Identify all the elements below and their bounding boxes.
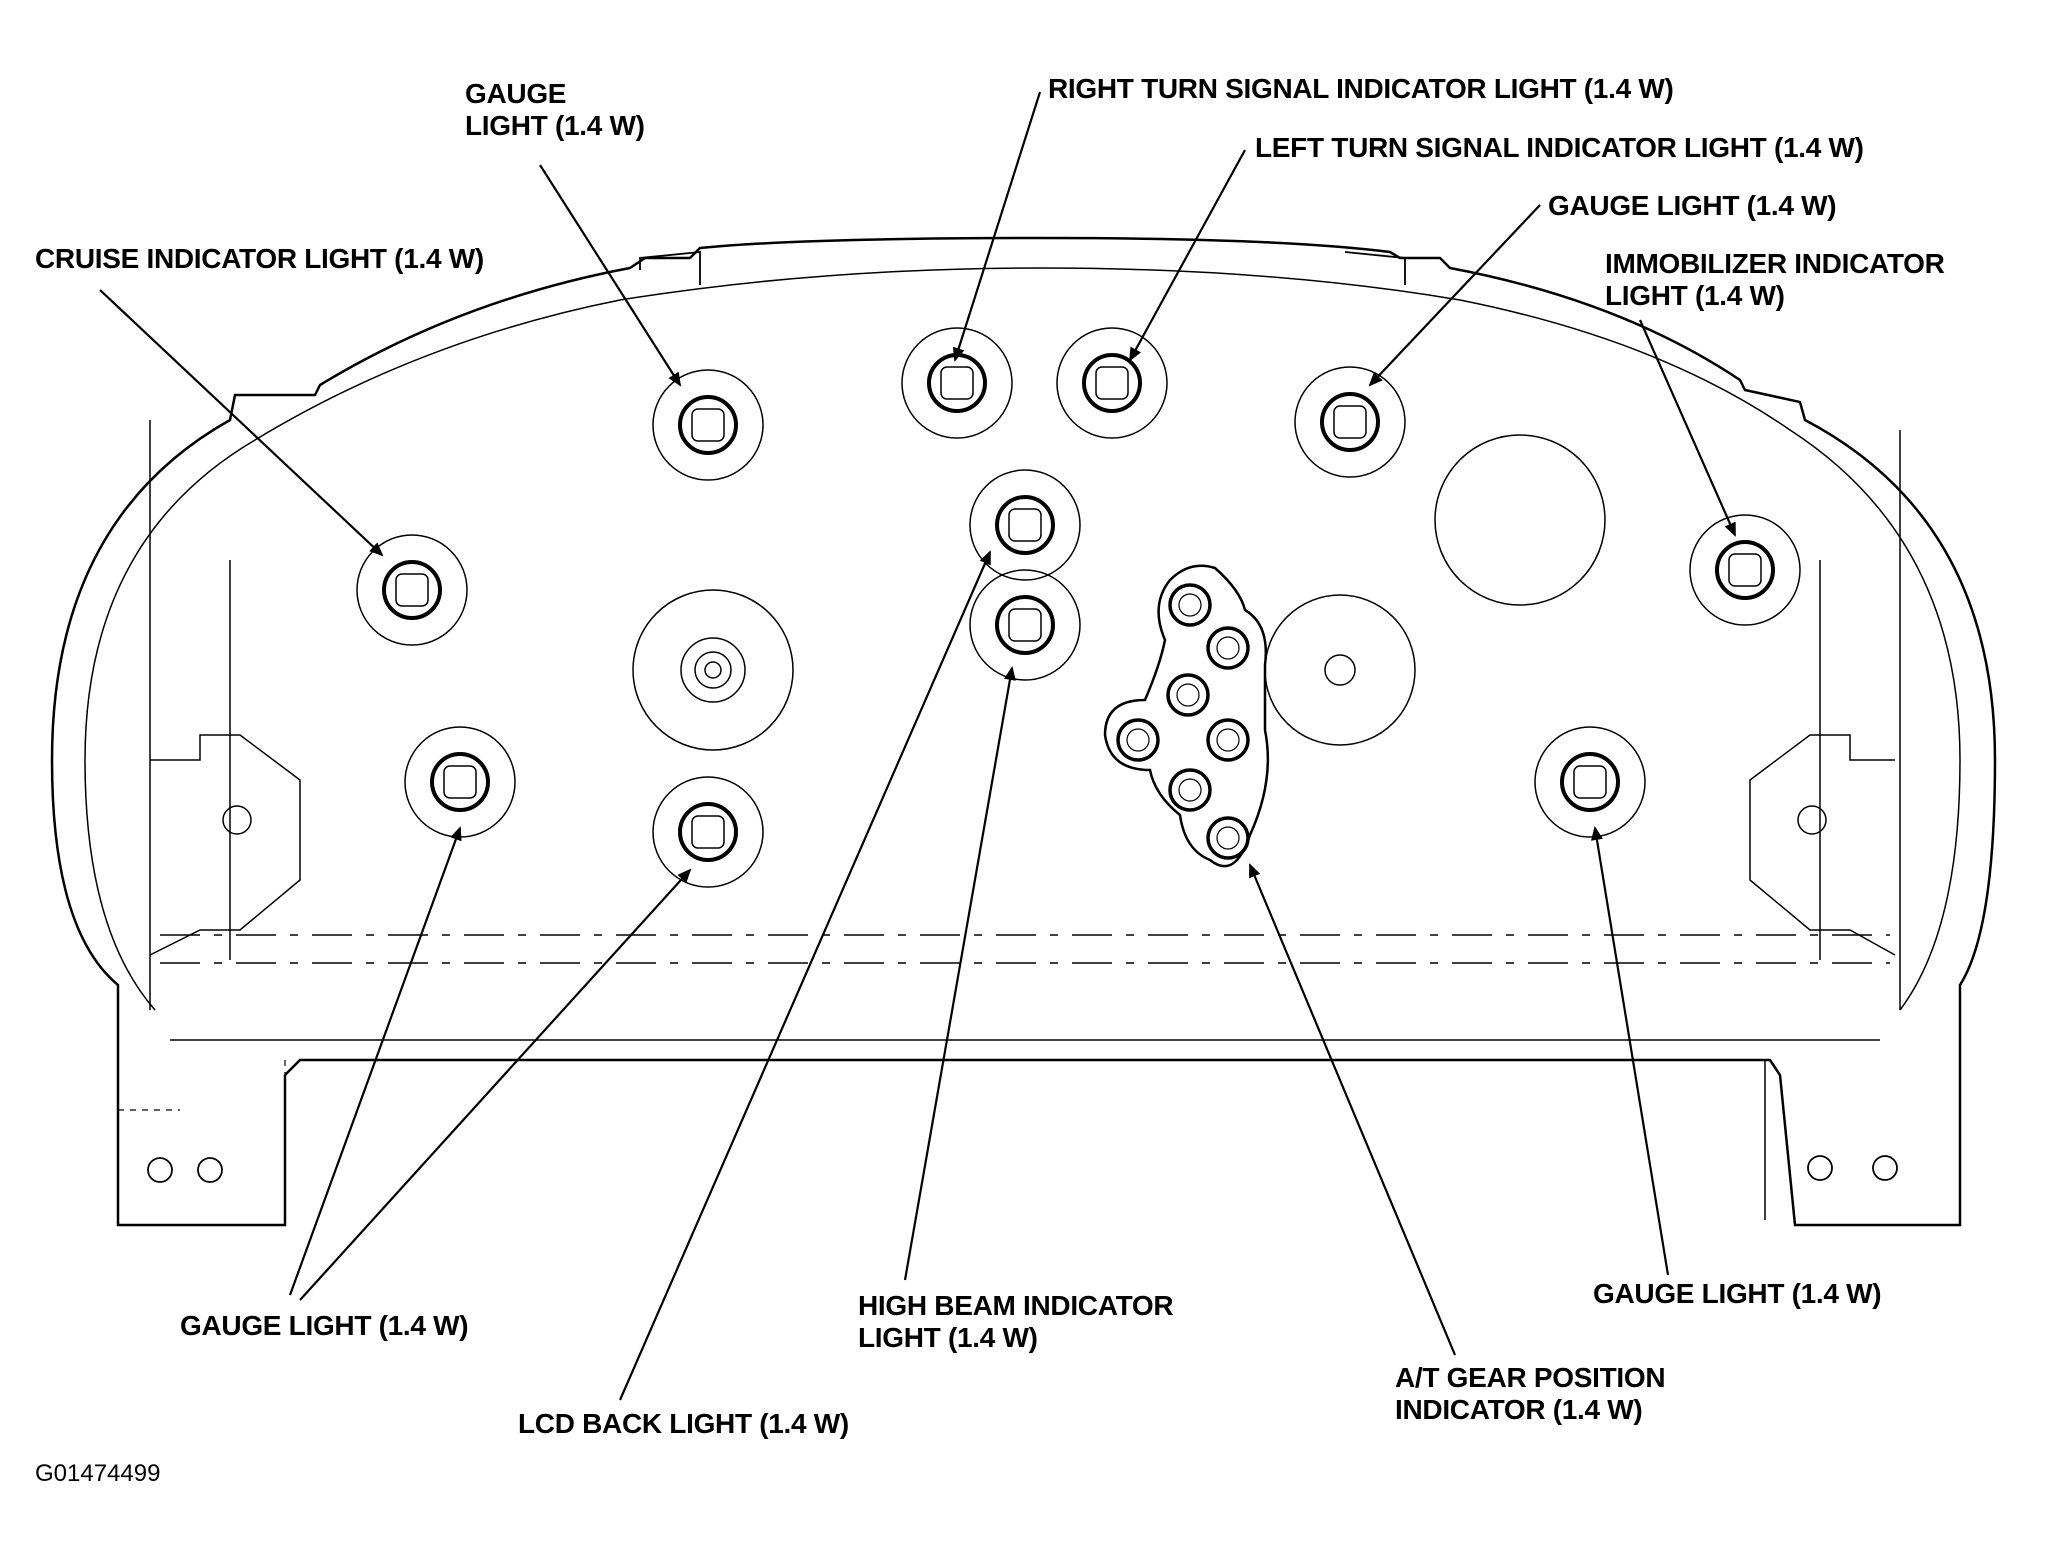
gear-indicator-bulb-inner [1178, 593, 1202, 617]
cluster-large-round-socket [1434, 434, 1606, 606]
label-immobilizer-indicator: IMMOBILIZER INDICATOR LIGHT (1.4 W) [1605, 248, 1945, 312]
top-tab-left [639, 251, 701, 285]
housing-inner-outline [84, 267, 1961, 1011]
bulb-socket-gauge-bottom-left-2 [652, 776, 764, 888]
gear-indicator-bulb-inner [1216, 636, 1240, 660]
gear-indicator-bulb [1206, 816, 1250, 860]
bulb-socket-gauge-bottom-right [1534, 726, 1646, 838]
right-mount-hole [1797, 805, 1827, 835]
bulb-socket-gauge-top-right [1294, 366, 1406, 478]
label-gauge-light-bottom-left: GAUGE LIGHT (1.4 W) [180, 1310, 469, 1341]
cluster-housing [50, 236, 1997, 1227]
right-foot-holes [1807, 1155, 1898, 1181]
gear-indicator-bulb [1206, 626, 1250, 670]
label-at-gear-position: A/T GEAR POSITION INDICATOR (1.4 W) [1395, 1362, 1666, 1426]
housing-outline [50, 236, 1997, 1227]
gear-cluster-outline [1103, 564, 1270, 868]
gear-indicator-bulb [1116, 718, 1160, 762]
left-side-rail [149, 420, 231, 1010]
label-high-beam-indicator: HIGH BEAM INDICATOR LIGHT (1.4 W) [858, 1290, 1174, 1354]
bulb-socket-cruise [356, 534, 468, 646]
gear-indicator-bulb-inner [1176, 683, 1200, 707]
label-right-turn-signal: RIGHT TURN SIGNAL INDICATOR LIGHT (1.4 W… [1048, 73, 1674, 104]
gauge-shaft-left [632, 589, 794, 751]
bulb-sockets [356, 327, 1801, 888]
left-foot-holes [147, 1157, 223, 1183]
left-foot-inner [118, 1060, 286, 1111]
gear-indicator-bulb [1168, 768, 1212, 812]
left-mount-bracket [149, 734, 301, 956]
label-gauge-light-top-left-line2: LIGHT (1.4 W) [465, 110, 645, 141]
leader-gauge-light-bottom-left-1 [288, 826, 462, 1296]
leader-gauge-light-top-left [539, 164, 682, 387]
leader-right-turn-signal [952, 91, 1042, 362]
leader-gauge-light-bottom-right [1591, 826, 1670, 1276]
leader-high-beam-indicator [903, 666, 1016, 1281]
bulb-socket-left-turn [1056, 327, 1168, 439]
bulb-socket-lcd-lower [969, 569, 1081, 681]
label-gauge-light-top-right: GAUGE LIGHT (1.4 W) [1548, 190, 1837, 221]
leader-lcd-back-light [618, 550, 992, 1401]
gear-indicator-bulb-inner [1126, 728, 1150, 752]
bulb-socket-gauge-top-left [652, 369, 764, 481]
leader-immobilizer-indicator [1638, 319, 1737, 537]
leader-left-turn-signal [1129, 149, 1246, 362]
figure-id: G01474499 [35, 1460, 161, 1487]
leader-cruise-indicator [99, 289, 384, 557]
leader-gauge-light-top-right [1368, 204, 1541, 387]
gear-indicator-cluster [1103, 564, 1270, 868]
top-tab-right [1344, 251, 1406, 285]
leader-at-gear-position [1248, 863, 1457, 1356]
label-gauge-light-top-left-line1: GAUGE [465, 78, 567, 109]
label-high-beam-line2: LIGHT (1.4 W) [858, 1322, 1038, 1353]
bulb-socket-lcd-upper [969, 469, 1081, 581]
right-side-rail [1819, 430, 1901, 1010]
label-left-turn-signal: LEFT TURN SIGNAL INDICATOR LIGHT (1.4 W) [1255, 132, 1864, 163]
label-at-gear-line2: INDICATOR (1.4 W) [1395, 1394, 1643, 1425]
bulb-socket-right-turn [901, 327, 1013, 439]
label-gauge-light-top-left: GAUGE LIGHT (1.4 W) [465, 78, 645, 142]
label-gauge-light-bottom-right: GAUGE LIGHT (1.4 W) [1593, 1278, 1882, 1309]
gear-indicator-bulb [1206, 718, 1250, 762]
label-lcd-back-light: LCD BACK LIGHT (1.4 W) [518, 1408, 849, 1439]
gear-indicator-bulb [1168, 583, 1212, 627]
gear-indicator-bulb [1166, 673, 1210, 717]
gear-indicator-bulb-inner [1178, 778, 1202, 802]
label-cruise-indicator: CRUISE INDICATOR LIGHT (1.4 W) [35, 243, 484, 274]
label-high-beam-line1: HIGH BEAM INDICATOR [858, 1290, 1174, 1321]
bulb-socket-gauge-bottom-left-1 [404, 726, 516, 838]
right-mount-bracket [1749, 734, 1896, 956]
gauge-shaft-right [1264, 594, 1416, 746]
gear-indicator-bulb-inner [1216, 728, 1240, 752]
label-at-gear-line1: A/T GEAR POSITION [1395, 1362, 1666, 1393]
leader-gauge-light-bottom-left-2 [299, 868, 692, 1301]
leader-lines [99, 91, 1737, 1401]
label-immobilizer-line1: IMMOBILIZER INDICATOR [1605, 248, 1945, 279]
left-mount-hole [222, 805, 252, 835]
bulb-socket-immobilizer [1689, 514, 1801, 626]
gear-indicator-bulb-inner [1216, 826, 1240, 850]
label-immobilizer-line2: LIGHT (1.4 W) [1605, 280, 1785, 311]
